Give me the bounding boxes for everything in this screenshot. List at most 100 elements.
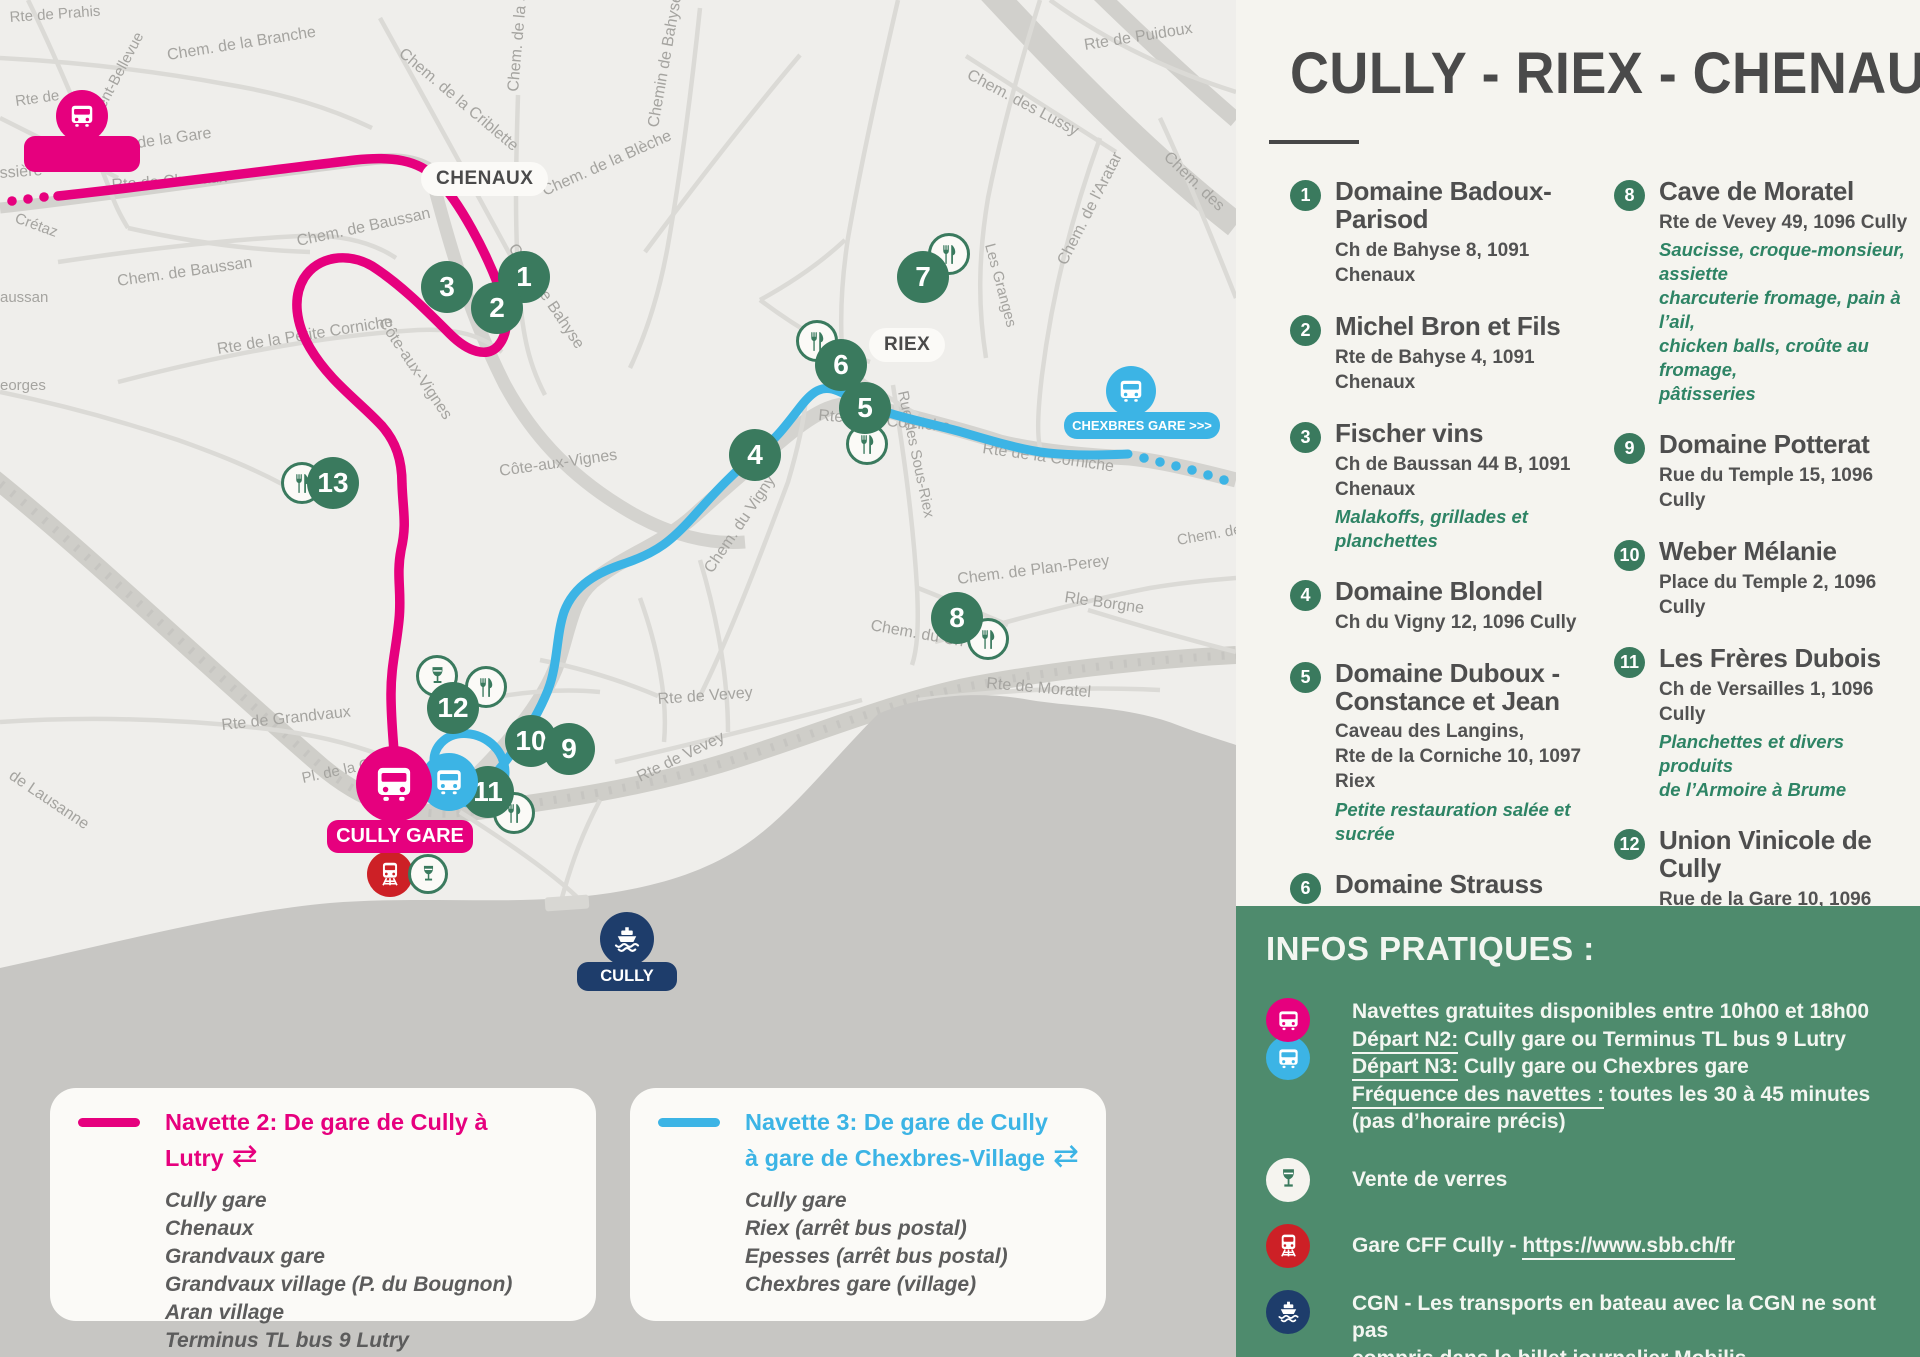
producer-specialty: Malakoffs, grillades et planchettes [1335, 505, 1528, 551]
map-marker-4: 4 [729, 429, 781, 481]
producer-name: Domaine Potterat [1659, 429, 1870, 460]
chexbres-label: CHEXBRES GARE >>> [1064, 412, 1220, 439]
info-text: Vente de verres [1352, 1167, 1508, 1191]
route-navette2 [53, 153, 512, 777]
producer-address: Caveau des Langins, Rte de la Corniche 1… [1335, 721, 1582, 793]
cully-gare-label: CULLY GARE [327, 820, 473, 853]
street-label: Rte de Prahis [9, 3, 101, 26]
producer-name: Domaine Duboux - Constance et Jean [1335, 657, 1560, 716]
area-label-chenaux: CHENAUX [421, 162, 549, 196]
title-rule [1269, 140, 1359, 144]
producer-specialty: Petite restauration salée et sucrée [1335, 798, 1571, 844]
directory-number-badge: 4 [1290, 579, 1321, 611]
navette3-line-swatch [658, 1118, 720, 1127]
legend-navette3: Navette 3: De gare de Cully à gare de Ch… [630, 1088, 1106, 1321]
info-text: Départ N2: [1352, 1027, 1459, 1054]
shuttle-stop: Chexbres gare (village) [745, 1273, 977, 1297]
glass-sale-icon [408, 854, 448, 894]
legend-navette2: Navette 2: De gare de Cully à Lutry⇄ Cul… [50, 1088, 596, 1352]
directory-number-badge: 2 [1290, 314, 1321, 346]
cully-boat-icon [600, 912, 654, 966]
two-way-arrow-icon: ⇄ [231, 1137, 258, 1173]
cully-gare-pink-bus-icon [356, 746, 432, 822]
producer-name: Cave de Moratel [1659, 176, 1854, 206]
navette2-line-swatch [78, 1118, 140, 1127]
shuttle-stop: Epesses (arrêt bus postal) [745, 1245, 1008, 1269]
info-text: Gare CFF Cully - [1352, 1233, 1523, 1257]
chexbres-bus-icon [1106, 366, 1156, 416]
info-text: (pas d’horaire précis) [1352, 1110, 1566, 1133]
map-marker-13: 13 [307, 457, 359, 509]
map-marker-6: 6 [815, 339, 867, 391]
info-text: Fréquence des navettes : [1352, 1082, 1605, 1109]
map-marker-9: 9 [543, 723, 595, 775]
shuttle-stop: Cully gare [745, 1189, 847, 1213]
map-marker-8: 8 [931, 592, 983, 644]
directory-number-badge: 6 [1290, 872, 1321, 904]
map-marker-3: 3 [421, 261, 473, 313]
map-marker-7: 7 [897, 251, 949, 303]
info-row-shuttles: Navettes gratuites disponibles entre 10h… [1266, 998, 1896, 1136]
info-text: Cully gare ou Chexbres gare [1458, 1055, 1749, 1078]
directory-number-badge: 1 [1290, 180, 1321, 211]
producer-address: Ch du Vigny 12, 1096 Cully [1335, 611, 1577, 633]
directory-number-badge: 9 [1614, 433, 1645, 465]
info-text: Navettes gratuites disponibles entre 10h… [1352, 1000, 1870, 1023]
street-label: Rte de Vevey [657, 684, 753, 708]
sbb-link[interactable]: https://www.sbb.ch/fr [1522, 1233, 1736, 1260]
shuttle-stop: Grandvaux gare [165, 1245, 325, 1269]
cully-port-label: CULLY [577, 962, 677, 991]
map-marker-1: 1 [498, 251, 550, 303]
area-label-riex: RIEX [869, 328, 946, 362]
directory-number-badge: 5 [1290, 661, 1321, 693]
info-text: CGN - Les transports en bateau avec la C… [1352, 1291, 1876, 1357]
info-text: toutes les 30 à 45 minutes [1604, 1082, 1871, 1106]
producer-name: Domaine Strauss [1335, 868, 1543, 899]
street-label: eorges [0, 377, 46, 394]
directory-number-badge: 10 [1614, 540, 1645, 572]
street-label: aussan [0, 289, 48, 306]
infos-heading: INFOS PRATIQUES : [1266, 930, 1595, 967]
two-way-arrow-icon: ⇄ [1052, 1137, 1079, 1173]
navette2-title: Navette 2: De gare de Cully à Lutry [165, 1109, 488, 1171]
info-row-glasses: Vente de verres [1266, 1157, 1896, 1202]
shuttle-stop: Terminus TL bus 9 Lutry [165, 1329, 409, 1353]
navette3-title: Navette 3: De gare de Cully à gare de Ch… [745, 1109, 1048, 1171]
producer-specialty: Saucisse, croque-monsieur, assiette char… [1659, 238, 1905, 405]
map-marker-12: 12 [427, 682, 479, 734]
info-row-boat: CGN - Les transports en bateau avec la C… [1266, 1289, 1896, 1357]
directory-number-badge: 8 [1614, 180, 1645, 211]
infos-pratiques: INFOS PRATIQUES : Navettes gratuites dis… [1236, 906, 1920, 1357]
boat-icon [1266, 1289, 1310, 1334]
producer-address: Place du Temple 2, 1096 Cully [1659, 572, 1877, 619]
shuttle-stop: Riex (arrêt bus postal) [745, 1217, 967, 1241]
shuttle-stop: Aran village [165, 1301, 285, 1325]
producer-address: Ch de Baussan 44 B, 1091 Chenaux [1335, 453, 1571, 500]
directory-number-badge: 3 [1290, 421, 1321, 453]
producer-address: Rte de Vevey 49, 1096 Cully [1659, 211, 1908, 233]
directory-number-badge: 11 [1614, 647, 1645, 679]
page-title: CULLY - RIEX - CHENAUX [1290, 41, 1920, 106]
map-marker-2: 2 [471, 282, 523, 334]
train-station-icon [367, 851, 413, 897]
street-label: Rte de [14, 87, 60, 110]
producer-address: Ch de Bahyse 8, 1091 Chenaux [1335, 239, 1530, 286]
producer-specialty: Planchettes et divers produits de l’Armo… [1659, 731, 1847, 801]
train-icon [1266, 1223, 1310, 1268]
shuttle-pink-bus-icon [1266, 998, 1310, 1042]
info-row-train: Gare CFF Cully - https://www.sbb.ch/fr [1266, 1223, 1896, 1268]
map-marker-5: 5 [839, 382, 891, 434]
producer-name: Fischer vins [1335, 417, 1484, 448]
shuttle-blue-bus-icon [1266, 1036, 1310, 1080]
directory-item-3: 3 Fischer vins Ch de Baussan 44 B, 1091 Ch… [1290, 417, 1595, 553]
producer-name: Union Vinicole de Cully [1659, 825, 1872, 884]
